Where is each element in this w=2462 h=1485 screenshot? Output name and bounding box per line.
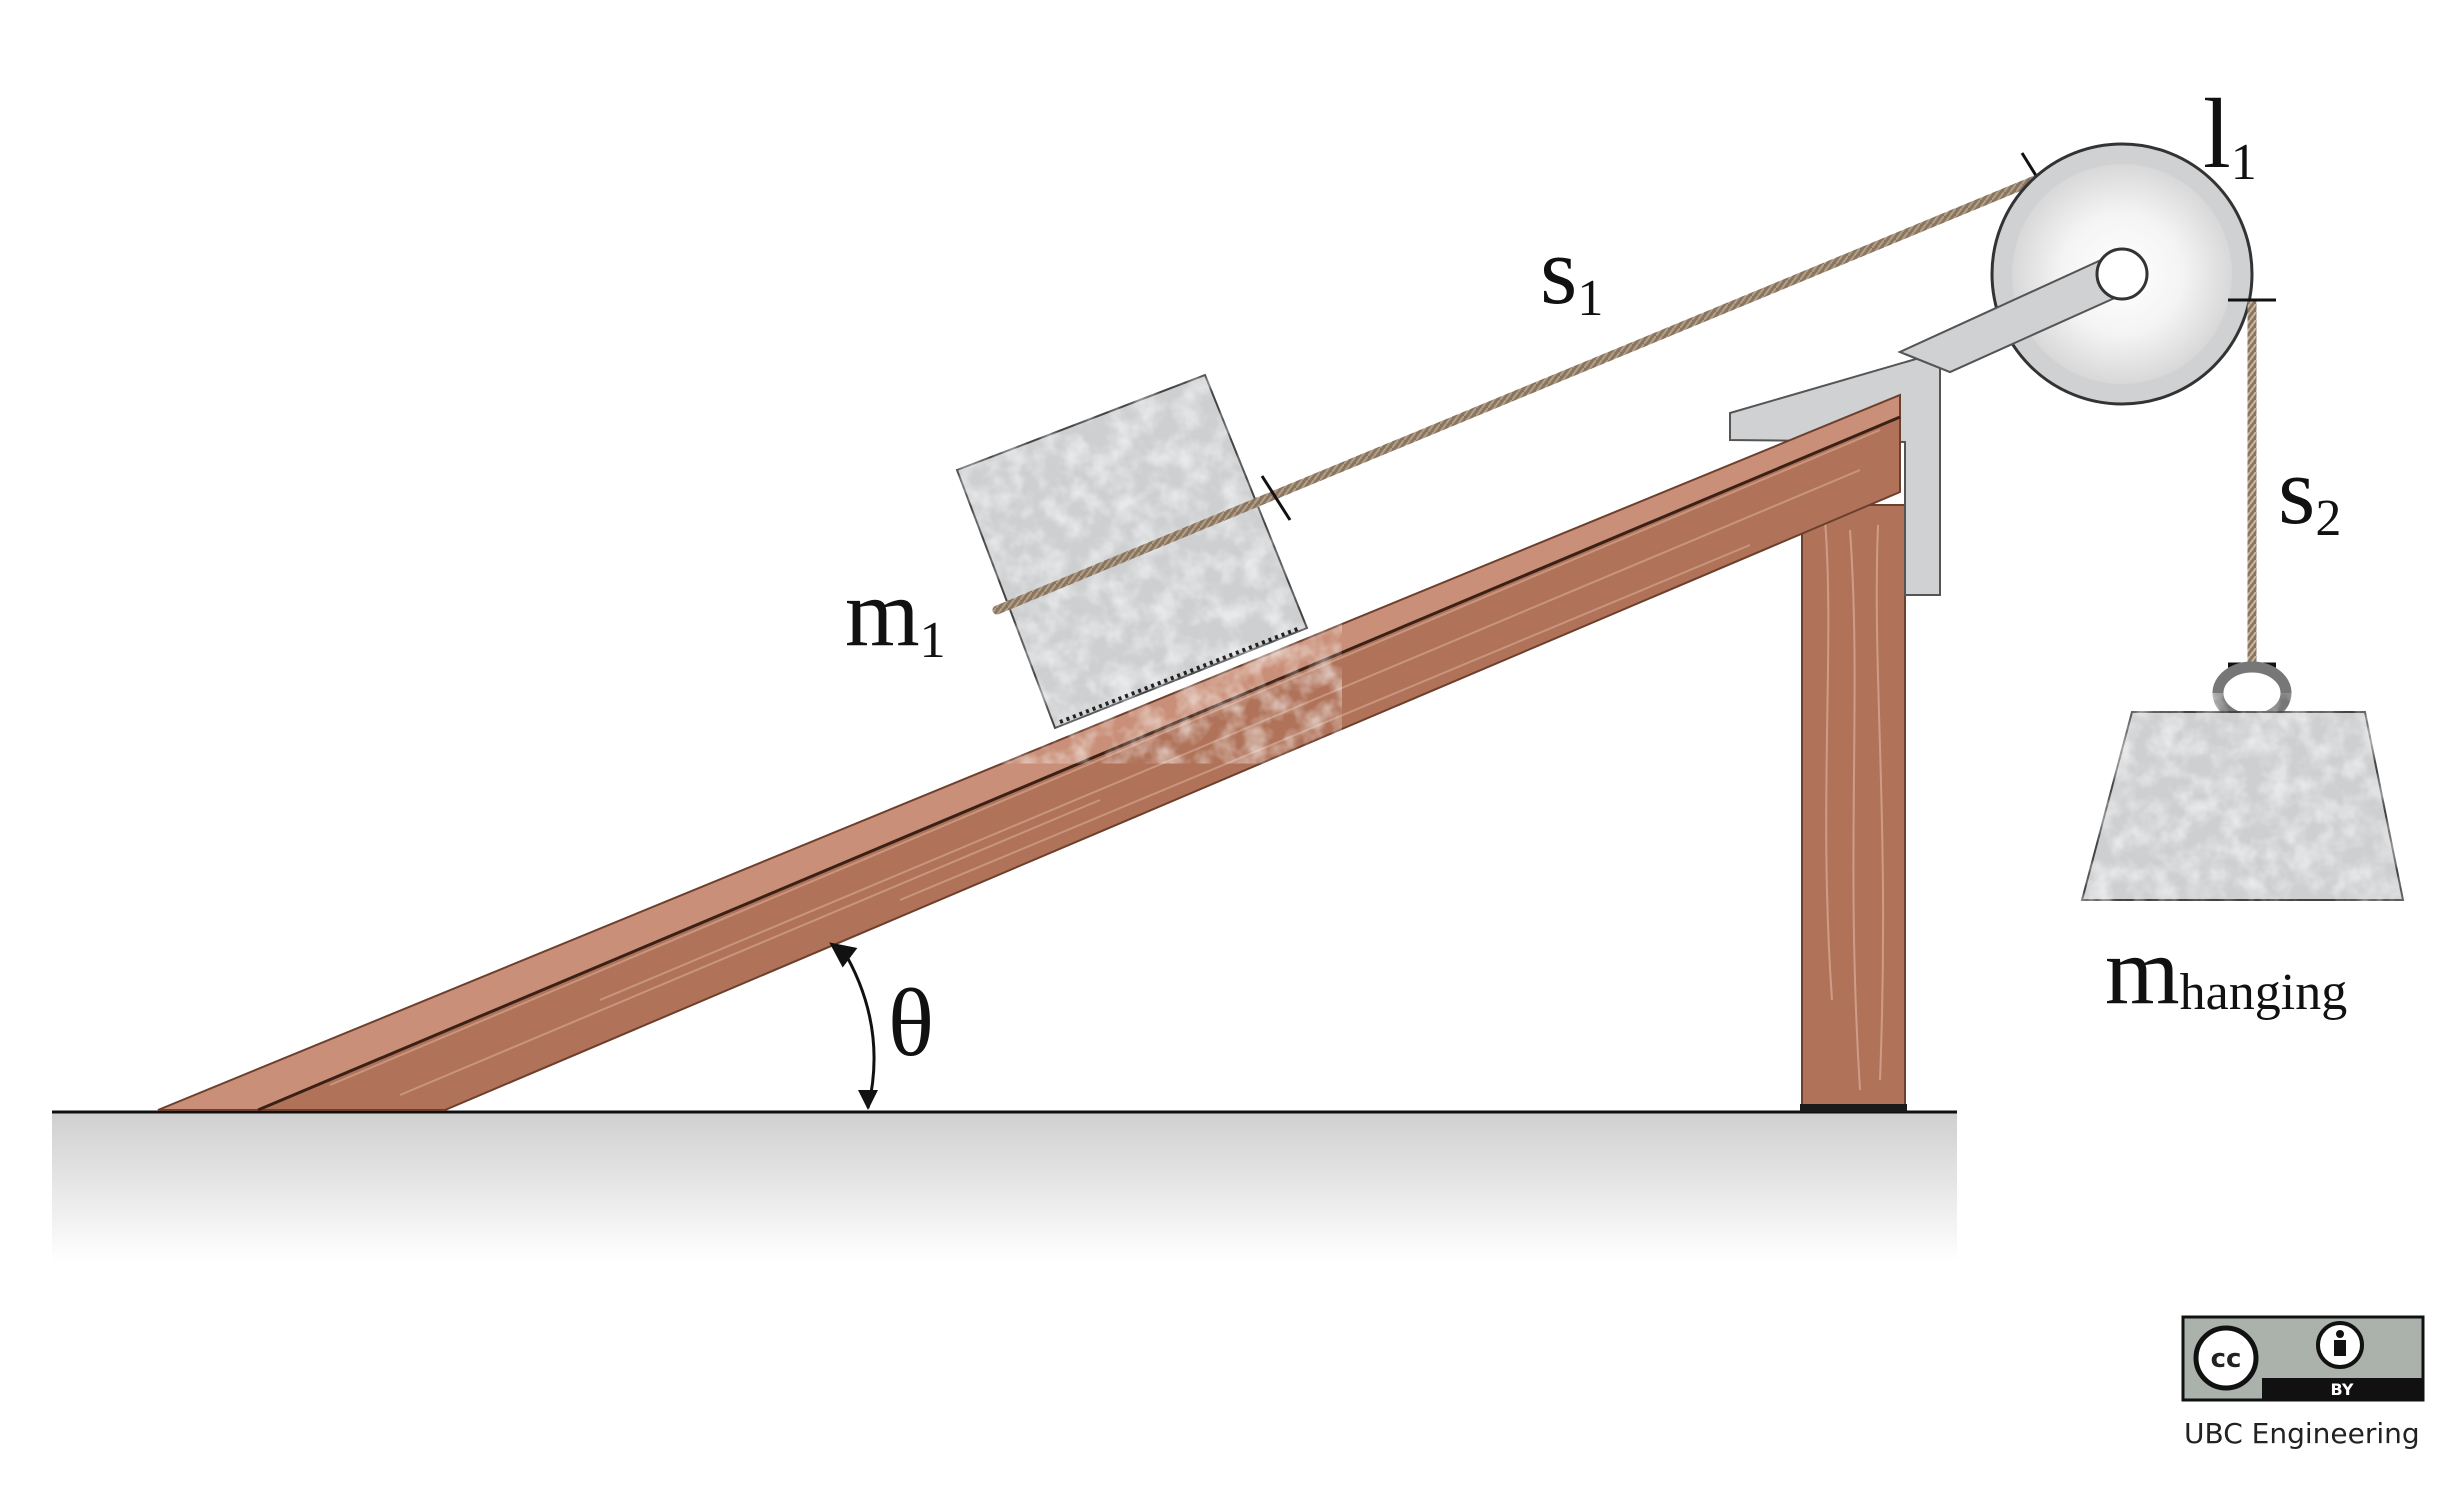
label-theta: θ	[888, 969, 934, 1076]
label-m-hanging: mhanging	[2105, 917, 2347, 1024]
cc-by-badge: cc BY	[2181, 1315, 2425, 1402]
label-m1: m1	[845, 559, 946, 669]
hanging-mass	[2080, 661, 2405, 901]
label-s1: s1	[1540, 217, 1603, 327]
credit-text: UBC Engineering	[2184, 1417, 2420, 1450]
support-post	[1800, 504, 1907, 1112]
person-icon	[2316, 1321, 2364, 1369]
cc-icon	[2193, 1325, 2259, 1391]
svg-text:cc: cc	[2211, 1344, 2242, 1374]
angle-arc	[829, 942, 878, 1110]
incline-ramp	[157, 393, 1901, 1112]
ground	[52, 1110, 1957, 1262]
pulley-l1	[1897, 142, 2254, 406]
rope-s2	[2228, 298, 2276, 668]
label-s2: s2	[2278, 437, 2341, 547]
label-l1: l1	[2203, 78, 2257, 191]
svg-text:BY: BY	[2331, 1380, 2354, 1399]
